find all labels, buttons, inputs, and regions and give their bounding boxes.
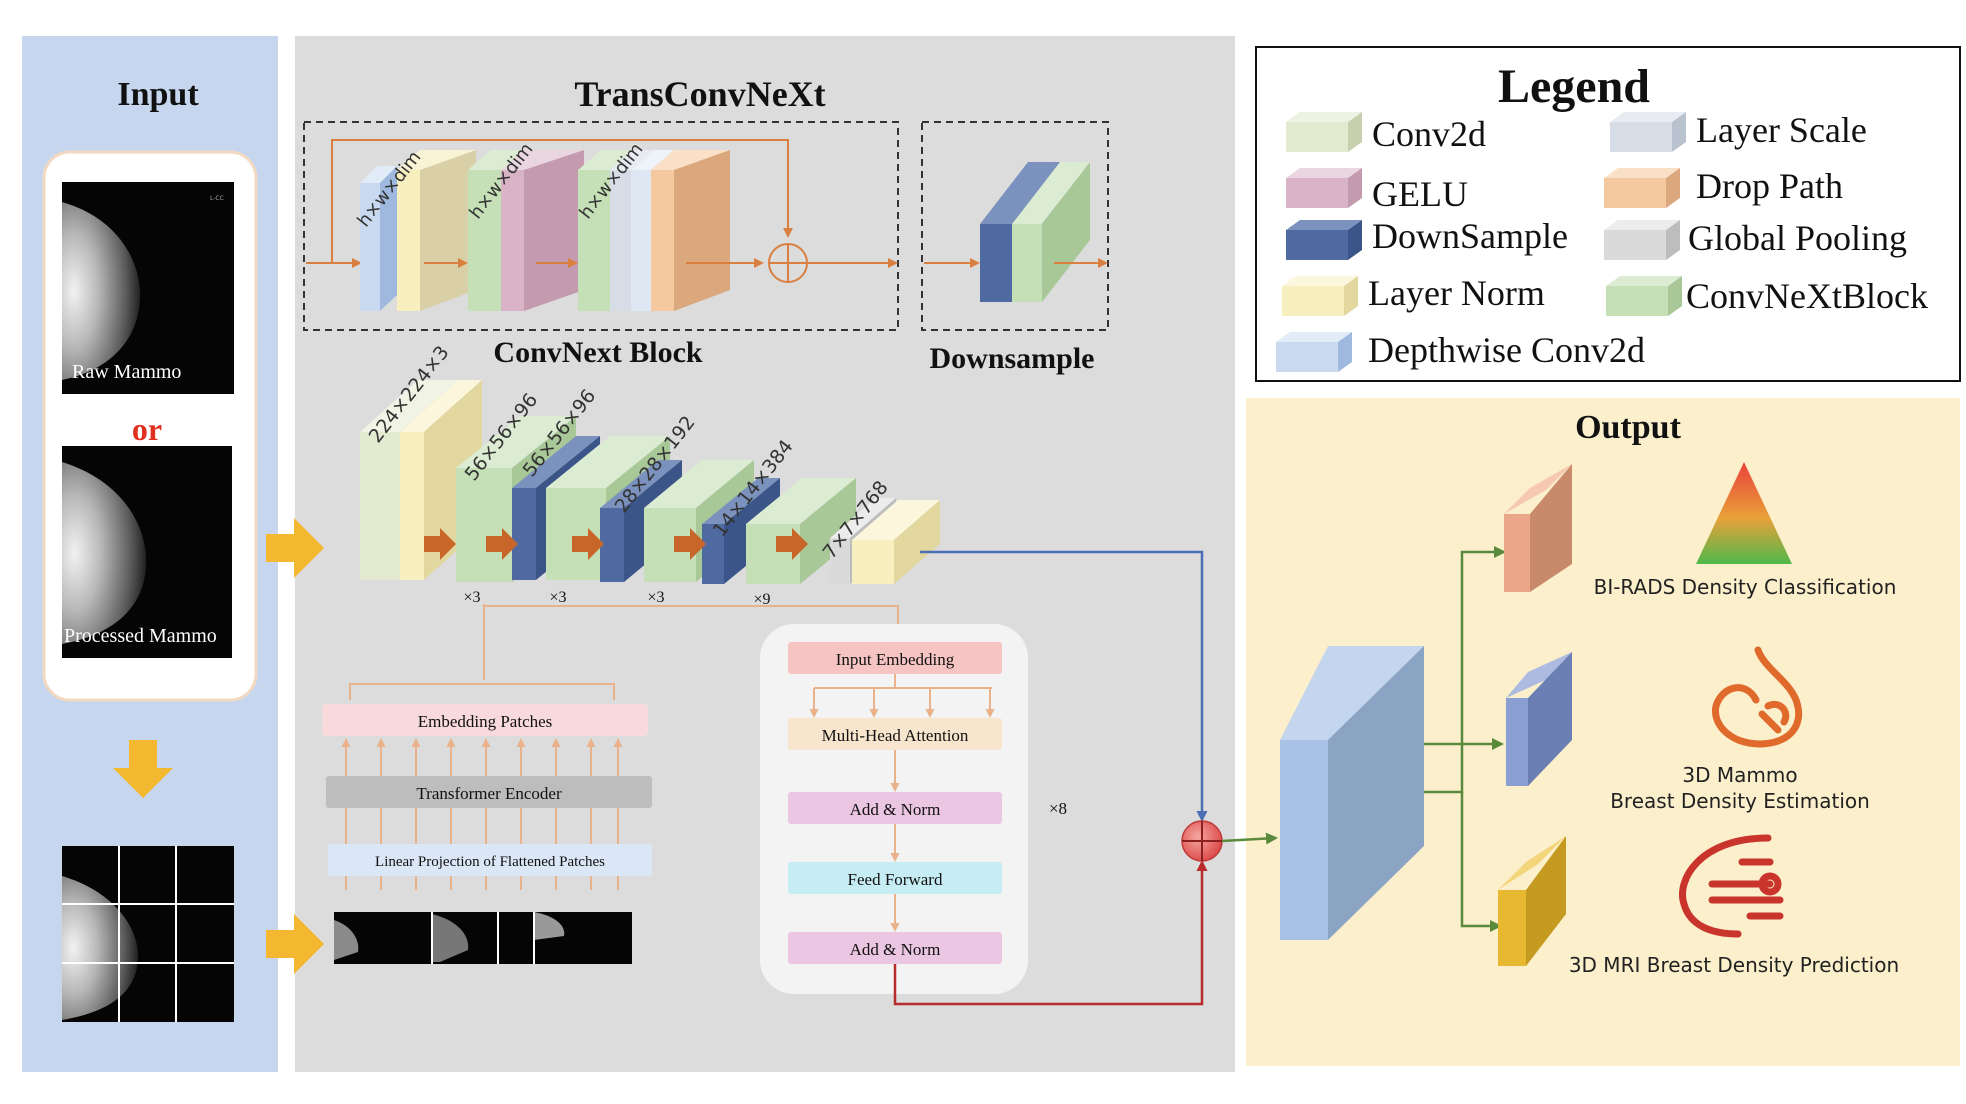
legend-swatches — [1276, 112, 1686, 372]
stage-arrows — [424, 528, 808, 560]
feed-forward-box — [788, 862, 1002, 894]
downsample-title: Downsample — [929, 342, 1094, 375]
linear-projection-box — [328, 844, 652, 876]
branch-line-low — [1460, 792, 1502, 932]
embedding-patches-label: Embedding Patches — [418, 712, 553, 731]
transformer-encoder-label: Transformer Encoder — [416, 784, 562, 803]
legend-depthwise-conv2d: Depthwise Conv2d — [1368, 330, 1645, 370]
raw-mammo-tag: L-CC — [210, 195, 224, 202]
add-norm-2-box — [788, 932, 1002, 964]
skip-connection — [331, 139, 793, 263]
task-label-1: BI-RADS Density Classification — [1594, 575, 1897, 599]
add-norm-1-box — [788, 792, 1002, 824]
patch-grid-image — [62, 846, 234, 1022]
add-norm-1-label: Add & Norm — [850, 800, 941, 819]
processed-mammo-label: Processed Mammo — [64, 625, 217, 647]
stage-repeat-4: ×9 — [753, 591, 770, 608]
patch-bracket — [349, 683, 615, 700]
embedding-patches-box — [322, 704, 648, 736]
input-down-arrow — [113, 740, 173, 798]
ds-cubes — [980, 162, 1090, 302]
encoder-repeat: ×8 — [1049, 799, 1067, 818]
legend-layer-scale: Layer Scale — [1696, 110, 1867, 150]
transformer-encoder-box — [326, 776, 652, 808]
stage-cubes — [360, 380, 940, 584]
cb-cube-group-1 — [360, 150, 476, 311]
cnn-to-fusion-line — [920, 550, 1208, 822]
stage-repeat-2: ×3 — [549, 589, 566, 606]
legend-downsample: DownSample — [1372, 216, 1568, 256]
stage-repeat-1: ×3 — [463, 589, 480, 606]
legend-layer-norm: Layer Norm — [1368, 273, 1545, 313]
convnext-block-title: ConvNext Block — [493, 336, 702, 369]
head-cube-3 — [1498, 836, 1566, 966]
input-arrow-bottom — [266, 914, 324, 974]
convnext-block-box — [303, 121, 899, 331]
cb-cube-group-2 — [468, 150, 584, 311]
legend-convnextblock: ConvNeXtBlock — [1686, 276, 1928, 316]
legend-conv2d: Conv2d — [1372, 114, 1486, 154]
head-cube-2 — [1506, 652, 1572, 786]
mri-scanner-icon — [1679, 834, 1784, 938]
feed-forward-label: Feed Forward — [848, 870, 943, 889]
raw-mammo-breast — [62, 202, 141, 380]
patch-strip-image — [334, 912, 632, 964]
vit-to-fusion-line — [893, 860, 1208, 1006]
branch-line — [1424, 546, 1506, 794]
linear-projection-label: Linear Projection of Flattened Patches — [375, 854, 605, 870]
input-embedding-box — [788, 642, 1002, 674]
output-feature-cube — [1280, 646, 1424, 940]
mha-input-arrows — [809, 674, 995, 718]
input-embedding-label: Input Embedding — [836, 650, 955, 669]
legend-gelu: GELU — [1372, 174, 1468, 214]
legend-global-pooling: Global Pooling — [1688, 218, 1907, 258]
head-cube-1 — [1504, 464, 1572, 592]
mha-box — [788, 718, 1002, 750]
legend-box — [1255, 46, 1961, 382]
cb-cube-group-3 — [578, 150, 730, 311]
output-title: Output — [1575, 409, 1681, 446]
triangle-icon — [1696, 462, 1792, 564]
downsample-box — [921, 121, 1109, 331]
fusion-to-output-line — [1221, 832, 1278, 845]
task-label-3: 3D MRI Breast Density Prediction — [1569, 953, 1899, 977]
breast-icon — [1711, 646, 1803, 748]
legend-drop-path: Drop Path — [1696, 166, 1843, 206]
mha-label: Multi-Head Attention — [822, 726, 969, 745]
task-label-2b: Breast Density Estimation — [1610, 789, 1870, 813]
input-arrow-top — [266, 518, 324, 578]
input-title: Input — [117, 76, 199, 113]
raw-mammo-label: Raw Mammo — [72, 361, 181, 383]
or-label: or — [132, 411, 162, 447]
processed-mammo-breast — [62, 462, 147, 644]
legend-title: Legend — [1498, 60, 1650, 113]
add-norm-2-label: Add & Norm — [850, 940, 941, 959]
main-title: TransConvNeXt — [574, 74, 825, 114]
stage-repeat-3: ×3 — [647, 589, 664, 606]
task-label-2a: 3D Mammo — [1682, 763, 1797, 787]
